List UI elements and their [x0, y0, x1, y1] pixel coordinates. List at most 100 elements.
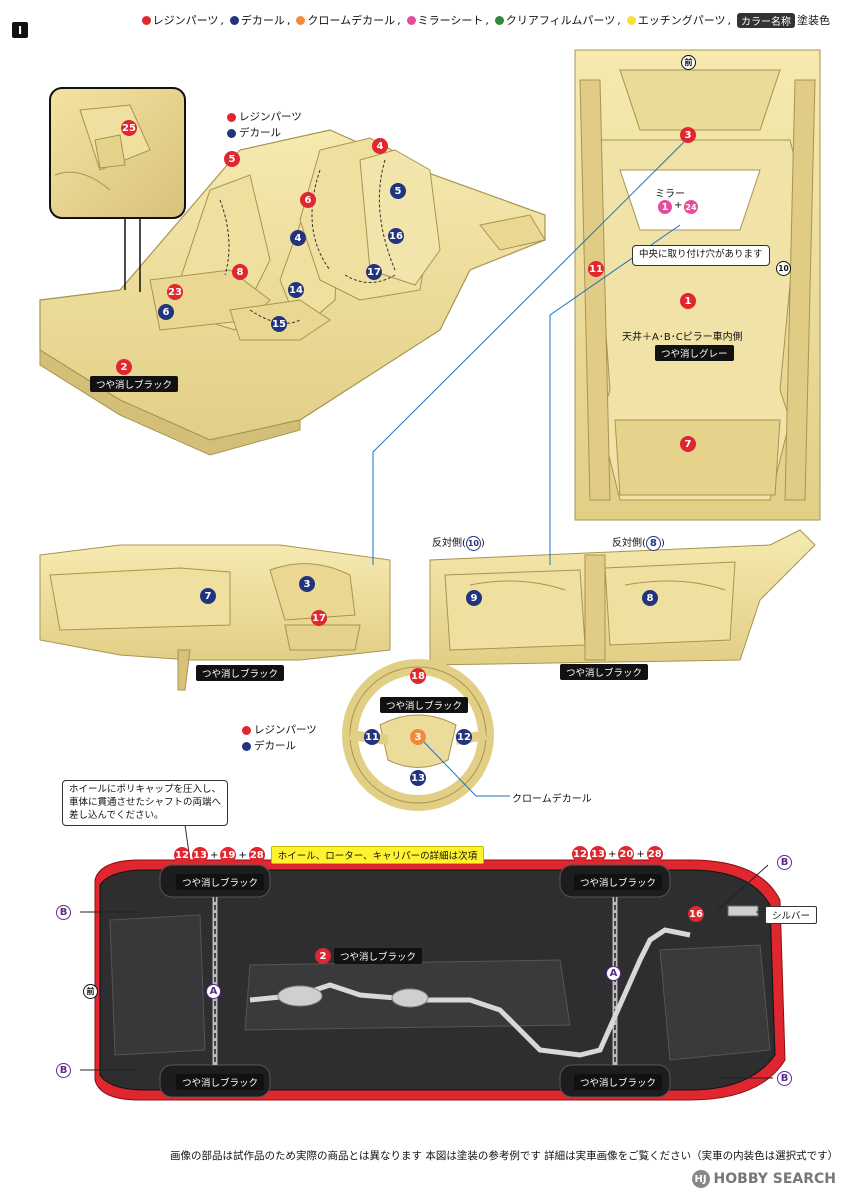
- brand-watermark: HJ HOBBY SEARCH: [691, 1170, 836, 1188]
- mirror-24-marker: 24: [684, 200, 698, 214]
- tire-rl-tag: つや消しブラック: [176, 1074, 265, 1090]
- part-12-rear-marker: 12: [572, 846, 588, 862]
- section-mark: I: [12, 22, 28, 38]
- shaft-a-rear-marker: A: [606, 966, 621, 981]
- legend-item-clear-film: クリアフィルムパーツ,: [494, 12, 621, 28]
- decal-12-marker: 12: [456, 729, 472, 745]
- decal-5-marker: 5: [390, 183, 406, 199]
- decal-3-marker: 3: [299, 576, 315, 592]
- color-legend: レジンパーツ, デカール, クロームデカール, ミラーシート, クリアフィルムパ…: [141, 12, 830, 28]
- exhaust-paint-tag: シルバー: [765, 906, 818, 924]
- part-16-marker: 16: [688, 906, 704, 922]
- chrome-decal-3-marker: 3: [410, 729, 426, 745]
- front-underbody-marker: 前: [83, 984, 98, 999]
- underbody-drawing: [94, 859, 786, 1101]
- decal-16-marker: 16: [388, 228, 404, 244]
- wheel-mini-legend: レジンパーツ デカール: [242, 723, 317, 755]
- door-panels-drawing: [429, 529, 816, 666]
- footnote: 画像の部品は試作品のため実際の商品とは異なります 本図は塗装の参考例です 詳細は…: [170, 1150, 839, 1162]
- decal-17-marker: 17: [366, 264, 382, 280]
- ceiling-paint-tag: つや消しグレー: [655, 345, 734, 361]
- pink-dot-icon: [406, 15, 416, 25]
- ceiling-label: 天井＋A･B･Cピラー車内側: [622, 332, 743, 343]
- legend-item-mirror-sheet: ミラーシート,: [406, 12, 489, 28]
- mount-b-marker-2: B: [56, 1063, 71, 1078]
- legend-item-decal: デカール,: [229, 12, 290, 28]
- part-8-marker: 8: [232, 264, 248, 280]
- mirror-plus: +: [674, 200, 683, 211]
- part-18-marker: 18: [410, 668, 426, 684]
- tire-rr-tag: つや消しブラック: [574, 1074, 663, 1090]
- opposite-side-label-1: 反対側(10): [432, 536, 485, 551]
- shaft-a-front-marker: A: [206, 984, 221, 999]
- mounting-hole-note: 中央に取り付け穴があります: [632, 245, 770, 266]
- mount-b-marker-3: B: [777, 855, 792, 870]
- green-dot-icon: [494, 15, 504, 25]
- decal-6-marker: 6: [158, 304, 174, 320]
- part-28-rear-marker: 28: [646, 846, 663, 862]
- part-17-marker: 17: [311, 610, 327, 626]
- legend-item-resin: レジンパーツ,: [141, 12, 224, 28]
- part-4-marker: 4: [372, 138, 388, 154]
- legend-item-chrome-decal: クロームデカール,: [296, 12, 401, 28]
- red-dot-icon: [227, 113, 236, 123]
- part-13-marker: 13: [192, 847, 208, 863]
- interior-mini-legend: レジンパーツ デカール: [227, 110, 302, 142]
- legend-item-etching: エッチングパーツ,: [626, 12, 731, 28]
- decal-8-marker: 8: [642, 590, 658, 606]
- mirror-1-marker: 1: [658, 200, 672, 214]
- decal-7-marker: 7: [200, 588, 216, 604]
- part-23-marker: 23: [167, 284, 183, 300]
- decal-13-marker: 13: [410, 770, 426, 786]
- part-19-marker: 19: [220, 847, 237, 863]
- part-11-roof-marker: 11: [588, 261, 604, 277]
- dashboard-drawing: [39, 544, 391, 691]
- red-dot-icon: [242, 726, 251, 736]
- roof-panel-drawing: [574, 49, 821, 521]
- blue-dot-icon: [242, 742, 251, 752]
- part-7-roof-marker: 7: [680, 436, 696, 452]
- part-2-underbody-marker: 2: [315, 948, 331, 964]
- decal-14-marker: 14: [288, 282, 304, 298]
- mirror-label: ミラー: [655, 189, 685, 200]
- mount-b-marker-4: B: [777, 1071, 792, 1086]
- wheel-install-note: ホイールにポリキャップを圧入し、 車体に貫通させたシャフトの両端へ 差し込んでく…: [62, 780, 229, 827]
- hobby-search-logo-icon: HJ: [691, 1170, 710, 1188]
- part-2-marker: 2: [116, 359, 132, 375]
- part-10-roof-marker: 10: [776, 261, 791, 276]
- rear-wheel-parts: 12 13 + 20 + 28: [572, 846, 663, 862]
- decal-15-marker: 15: [271, 316, 287, 332]
- front-wheel-parts: 12 13 + 19 + 28 ホイール、ローター、キャリパーの詳細は次項: [174, 846, 485, 864]
- red-dot-icon: [141, 15, 151, 25]
- door-paint-tag: つや消しブラック: [560, 664, 649, 680]
- mount-b-marker-1: B: [56, 905, 71, 920]
- tire-fr-tag: つや消しブラック: [574, 874, 663, 890]
- part-12-marker: 12: [174, 847, 190, 863]
- decal-9-marker: 9: [466, 590, 482, 606]
- blue-dot-icon: [227, 129, 236, 139]
- wheel-paint-tag: つや消しブラック: [380, 697, 469, 713]
- part-6-marker: 6: [300, 192, 316, 208]
- dashboard-paint-tag: つや消しブラック: [196, 665, 285, 681]
- underbody-paint-label: 2 つや消しブラック: [315, 948, 423, 964]
- orange-dot-icon: [296, 15, 306, 25]
- part-13-rear-marker: 13: [590, 846, 606, 862]
- part-25-marker: 25: [121, 120, 137, 136]
- part-5-marker: 5: [224, 151, 240, 167]
- chrome-decal-label: クロームデカール: [512, 794, 592, 805]
- yellow-dot-icon: [626, 15, 636, 25]
- legend-item-paint: カラー名称塗装色: [737, 12, 830, 28]
- interior-paint-tag: つや消しブラック: [90, 376, 179, 392]
- front-marker: 前: [681, 55, 696, 70]
- part-28-marker: 28: [248, 847, 265, 863]
- blue-dot-icon: [229, 15, 239, 25]
- decal-4-marker: 4: [290, 230, 306, 246]
- tire-fl-tag: つや消しブラック: [176, 874, 265, 890]
- part-8-opposite-marker: 8: [645, 536, 661, 551]
- wheel-detail-note: ホイール、ローター、キャリパーの詳細は次項: [270, 846, 485, 864]
- opposite-side-label-2: 反対側(8): [612, 536, 665, 551]
- part-10-opposite-marker: 10: [465, 536, 481, 551]
- underbody-paint-tag: つや消しブラック: [334, 948, 423, 964]
- decal-11-marker: 11: [364, 729, 380, 745]
